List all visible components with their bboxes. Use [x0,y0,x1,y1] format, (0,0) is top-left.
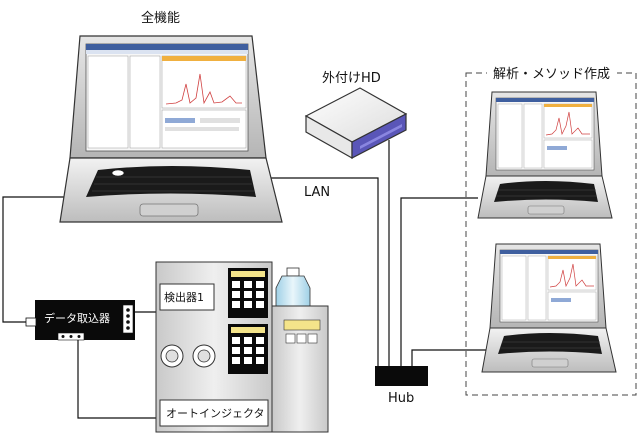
pump-keypad [228,324,268,374]
solvent-bottle [275,267,311,309]
line-pc-to-acquisition [2,196,70,323]
main-laptop-touchpad [139,203,199,217]
autoinjector-label: オートインジェクタ [166,407,265,420]
detector-box [159,283,215,311]
lan-line-main-pc [255,177,379,366]
analysis-group-label: 解析・メソッド作成 [493,67,610,82]
client-laptop-2 [481,243,617,373]
lan-label: LAN [304,185,330,200]
client-laptop-1 [477,91,613,219]
external-hard-drive [304,87,408,160]
data-acquisition-label: データ取込器 [44,311,110,325]
autoinjector-box [159,399,269,427]
main-laptop [59,35,283,223]
main-pc-label: 全機能 [141,10,180,26]
connection-lines [2,140,490,419]
detector-keypad [228,268,268,318]
line-acquisition-to-autoinjector [77,338,160,419]
lan-line-client-1 [400,197,478,366]
data-acquisition-unit [25,300,135,341]
pump-heads [160,344,216,368]
hub-device [375,366,428,386]
hub-label: Hub [388,391,414,406]
external-hd-label: 外付けHD [322,71,381,86]
detector-label: 検出器1 [164,290,204,304]
main-laptop-keyboard [86,166,256,197]
lan-line-client-2 [411,349,490,366]
